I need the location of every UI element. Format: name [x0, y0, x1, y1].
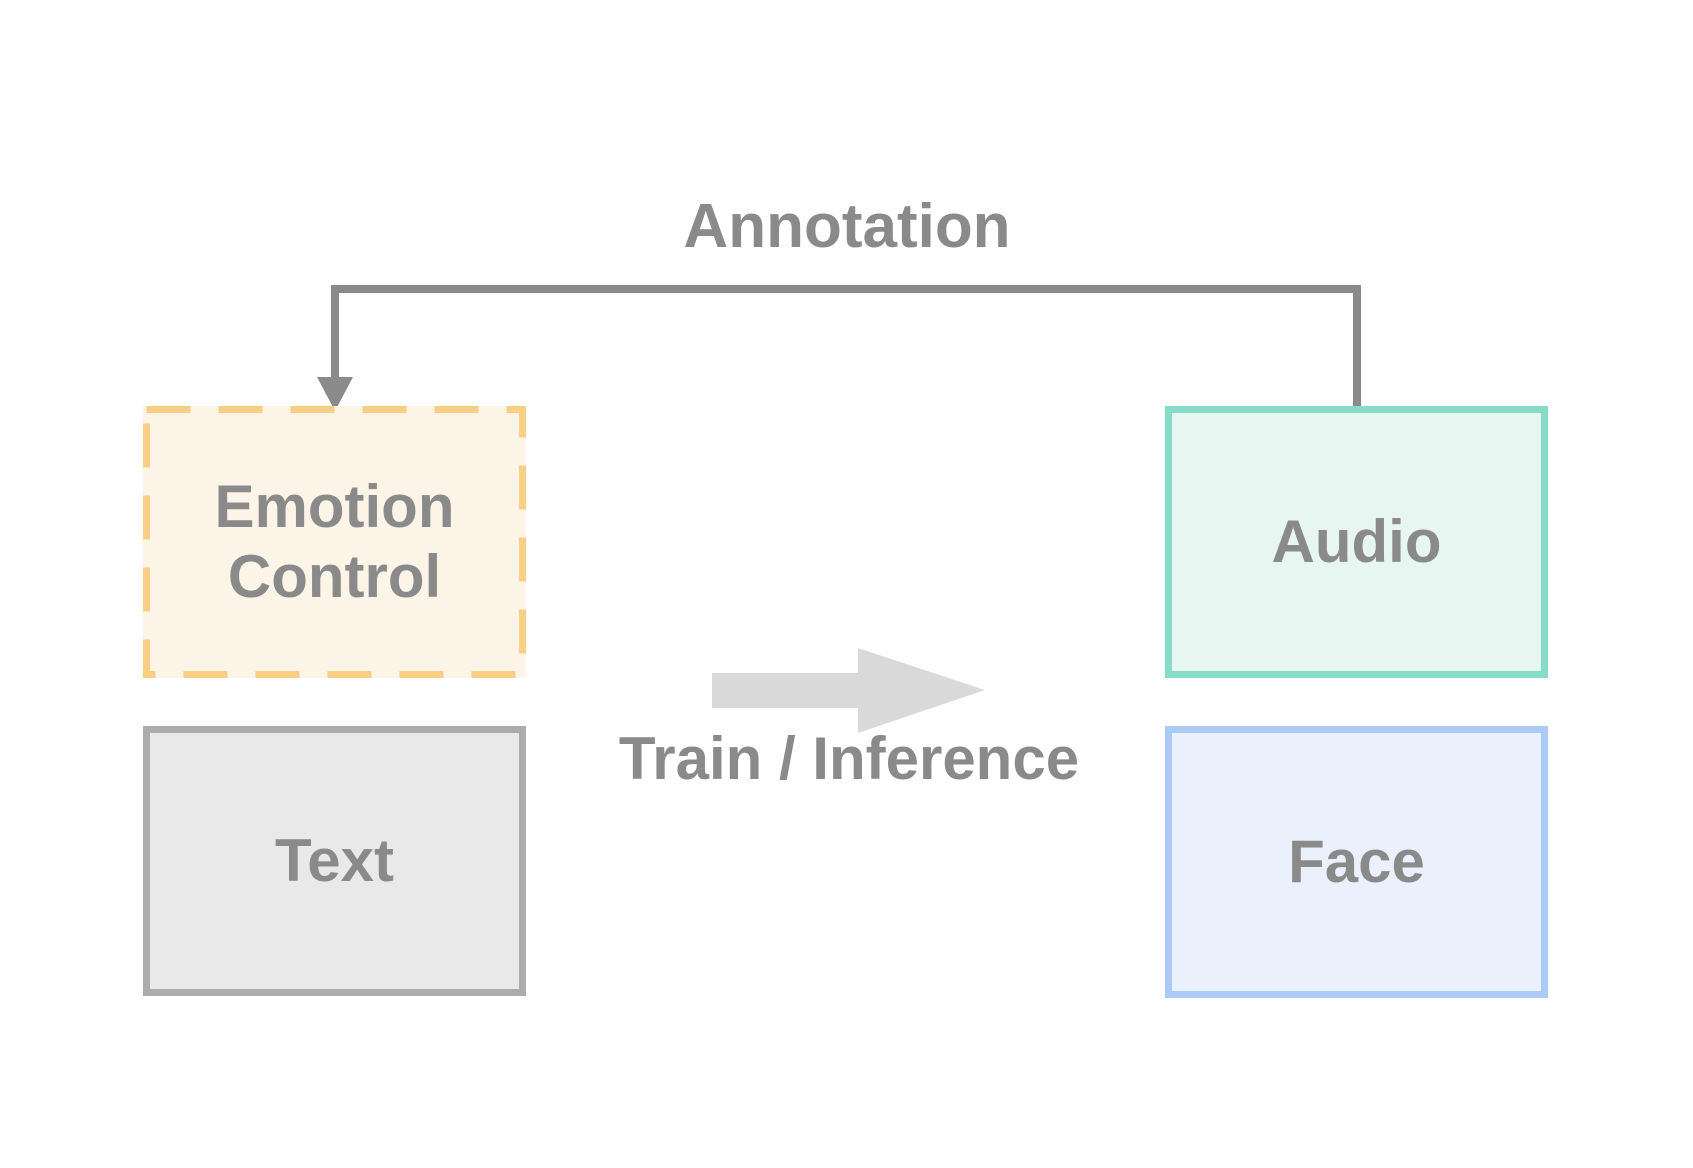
box-face-label: Face — [1288, 828, 1425, 895]
annotation-connector-line — [331, 285, 1361, 412]
annotation-label: Annotation — [683, 192, 1011, 261]
train-inference-label: Train / Inference — [618, 725, 1080, 792]
train-inference-arrow-icon — [712, 648, 985, 733]
box-audio-label: Audio — [1271, 508, 1442, 575]
box-emotion-control-label: Emotion Control — [214, 473, 455, 610]
box-text-label: Text — [275, 827, 394, 894]
box-face: Face — [1165, 726, 1548, 998]
connector-arrowhead-icon — [317, 377, 353, 411]
box-audio: Audio — [1165, 406, 1548, 678]
box-emotion-control: Emotion Control — [143, 406, 526, 678]
box-text: Text — [143, 726, 526, 996]
emotion-control-dashed-border — [143, 406, 526, 678]
